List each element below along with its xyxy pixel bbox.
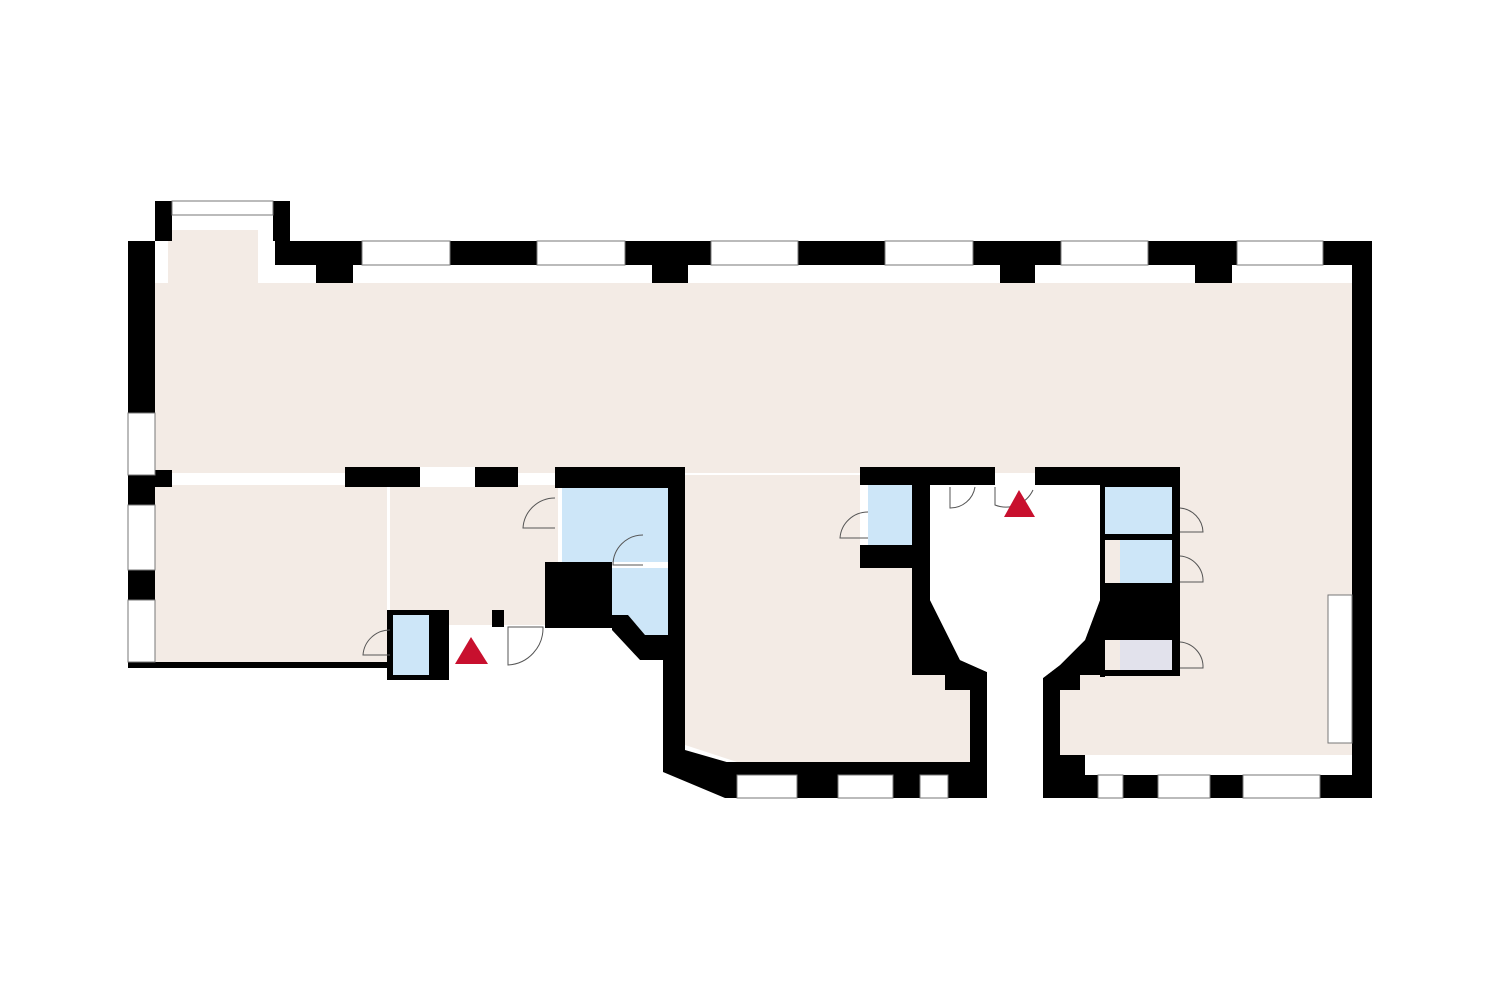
wall (868, 485, 912, 545)
wall (1120, 540, 1172, 583)
window (127, 412, 156, 476)
wall (316, 265, 353, 283)
wall (912, 600, 987, 762)
door[interactable] (1179, 507, 1204, 533)
wall (930, 485, 1100, 798)
wall (492, 610, 504, 627)
window (1242, 774, 1321, 799)
window (361, 240, 451, 266)
window (710, 240, 799, 266)
entrance-markers (455, 490, 1035, 664)
wall (1100, 487, 1105, 677)
door[interactable] (507, 626, 544, 666)
wall (930, 467, 995, 485)
wall (155, 201, 172, 241)
wall (155, 470, 172, 487)
wall (1195, 265, 1232, 283)
alcove-floor (168, 230, 258, 285)
middle-room-floor (390, 485, 558, 625)
floors (155, 230, 1352, 762)
window (171, 200, 274, 216)
wall (1105, 670, 1177, 676)
entrance-marker-left (455, 637, 488, 664)
bathroom-center (612, 568, 668, 635)
window (837, 774, 894, 799)
storage-room-blue (562, 475, 668, 562)
kitchen-counter (1327, 594, 1353, 744)
door[interactable] (1179, 641, 1204, 669)
wall (652, 265, 688, 283)
door[interactable] (612, 534, 644, 566)
wall (1172, 487, 1180, 676)
doors[interactable] (362, 486, 1204, 669)
wall (128, 662, 388, 668)
window (536, 240, 626, 266)
left-room-floor (155, 485, 387, 663)
wall (393, 615, 429, 675)
window (919, 774, 949, 799)
window (127, 504, 156, 571)
windows (127, 200, 1353, 799)
wall (555, 467, 685, 488)
window (884, 240, 974, 266)
window (1236, 240, 1324, 266)
wall (545, 562, 612, 628)
window (1060, 240, 1149, 266)
window (1157, 774, 1211, 799)
wall (612, 615, 668, 660)
wall (1000, 265, 1035, 283)
window (736, 774, 798, 799)
wall (345, 467, 420, 487)
entrance-marker-center (1004, 490, 1035, 517)
wall-fixes (393, 467, 1172, 798)
wall (1352, 241, 1372, 798)
wall (1035, 467, 1180, 487)
wall (475, 467, 518, 487)
wall (860, 545, 912, 568)
center-room-floor (685, 475, 970, 762)
door[interactable] (949, 486, 976, 509)
wall (912, 485, 930, 675)
wall (1105, 583, 1177, 640)
door[interactable] (1179, 555, 1204, 583)
door[interactable] (839, 511, 869, 539)
wall (1043, 600, 1100, 798)
wall (860, 467, 930, 485)
wall (273, 201, 290, 241)
door[interactable] (362, 629, 391, 656)
window (1097, 774, 1124, 799)
wall (1105, 534, 1177, 540)
window (127, 599, 156, 663)
main-hall-floor (155, 283, 1352, 473)
door[interactable] (522, 497, 556, 529)
wall (1085, 775, 1372, 798)
wall (275, 241, 1372, 265)
wall (420, 467, 475, 487)
wall (1120, 640, 1172, 670)
wall (1105, 487, 1172, 534)
wall (663, 660, 737, 798)
